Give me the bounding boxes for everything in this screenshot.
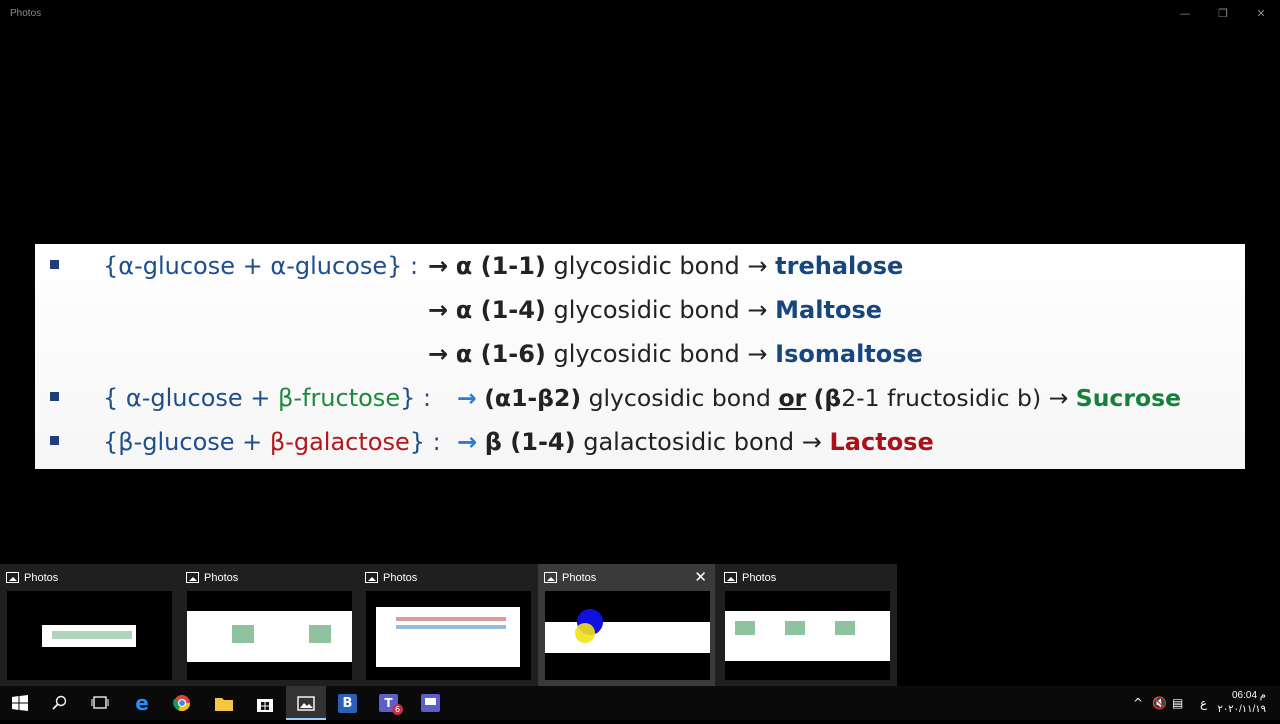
bond-type: α (1-4) (455, 296, 546, 324)
bond-text: glycosidic bond (553, 296, 740, 324)
brace: } : (400, 384, 432, 412)
teams-icon[interactable]: T 6 (368, 686, 408, 720)
input-language[interactable]: ع (1200, 696, 1208, 710)
reactants: {α-glucose + α-glucose} : (103, 252, 419, 280)
taskbar: e B T 6 ^ 🔇 ▤ ع 06:04 م ٢٠٢٠/١١/١٩ (0, 686, 1280, 720)
arrow-icon: → (457, 384, 477, 412)
clock[interactable]: 06:04 م ٢٠٢٠/١١/١٩ (1217, 689, 1266, 717)
arrow-icon: → (747, 296, 768, 324)
restore-button[interactable]: ❐ (1218, 7, 1228, 20)
bond-type: β (1-4) (484, 428, 576, 456)
reactant-1: β-glucose + (118, 428, 270, 456)
arrow-icon: → (457, 428, 478, 456)
photos-icon (544, 572, 557, 583)
slide-row-3: → α (1-6) glycosidic bond → Isomaltose (428, 334, 923, 374)
arrow-icon: → (801, 428, 822, 456)
arrow-icon: → (428, 296, 449, 324)
product: trehalose (775, 252, 904, 280)
photos-icon (365, 572, 378, 583)
bond-text: glycosidic bond (553, 252, 740, 280)
thumbnail-window-2[interactable]: Photos (180, 564, 357, 686)
photos-app-icon[interactable] (286, 686, 326, 720)
thumbnail-window-5[interactable]: Photos (718, 564, 895, 686)
reactant-2: β-fructose (278, 384, 401, 412)
photo-slide: {α-glucose + α-glucose} : → α (1-1) glyc… (35, 244, 1245, 469)
whiteboard-icon[interactable] (410, 686, 450, 720)
thumbnail-label: Photos (383, 572, 418, 584)
product: Sucrose (1075, 384, 1182, 412)
minimize-button[interactable]: — (1179, 7, 1191, 20)
brace: } : (409, 428, 441, 456)
taskbar-thumbnail-strip: Photos Photos Photos Photos ✕ (0, 564, 897, 686)
bond-type: α (1-6) (455, 340, 546, 368)
arrow-icon: → (428, 252, 449, 280)
product: Maltose (775, 296, 882, 324)
file-explorer-icon[interactable] (204, 686, 244, 720)
close-button[interactable]: ✕ (1256, 7, 1266, 20)
arrow-icon: → (1048, 384, 1069, 412)
bond-type: α (1-1) (455, 252, 546, 280)
alt-bond-text: 2-1 fructosidic b) (841, 384, 1042, 412)
photos-icon (6, 572, 19, 583)
slide-row-5-result: → β (1-4) galactosidic bond → Lactose (457, 422, 934, 462)
thumbnail-window-4[interactable]: Photos ✕ (538, 564, 715, 686)
bullet-icon (50, 392, 59, 401)
product: Isomaltose (775, 340, 923, 368)
thumbnail-window-1[interactable]: Photos (0, 564, 177, 686)
slide-row-4: { α-glucose + β-fructose} : (103, 378, 431, 418)
arrow-icon: → (747, 252, 768, 280)
arrow-icon: → (747, 340, 768, 368)
thumbnail-preview (7, 591, 172, 680)
bullet-icon (50, 260, 59, 269)
thumbnail-preview (366, 591, 531, 680)
bullet-icon (50, 436, 59, 445)
reactant-1: α-glucose + (125, 384, 279, 412)
or-text: or (778, 384, 807, 412)
volume-muted-icon[interactable]: 🔇 (1152, 696, 1167, 710)
brace: { (103, 428, 119, 456)
b-app-icon[interactable]: B (327, 686, 367, 720)
thumbnail-label: Photos (204, 572, 239, 584)
window-title: Photos (10, 8, 42, 19)
thumbnail-window-3[interactable]: Photos (359, 564, 536, 686)
bond-type: (α1-β2) (484, 384, 582, 412)
slide-row-5: {β-glucose + β-galactose} : (103, 422, 441, 462)
chrome-icon[interactable] (162, 686, 202, 720)
search-icon[interactable] (40, 686, 80, 720)
slide-row-1: {α-glucose + α-glucose} : (103, 246, 418, 286)
product: Lactose (829, 428, 934, 456)
thumbnail-close-icon[interactable]: ✕ (694, 568, 707, 586)
task-view-icon[interactable] (80, 686, 120, 720)
brace: { (103, 384, 126, 412)
thumbnail-label: Photos (742, 572, 777, 584)
slide-row-4-result: → (α1-β2) glycosidic bond or (β2-1 fruct… (457, 378, 1181, 418)
clock-date: ٢٠٢٠/١١/١٩ (1217, 704, 1266, 715)
store-icon[interactable] (245, 686, 285, 720)
thumbnail-label: Photos (24, 572, 59, 584)
bond-text: galactosidic bond (583, 428, 795, 456)
thumbnail-label: Photos (562, 572, 597, 584)
photos-icon (724, 572, 737, 583)
slide-row-1-result: → α (1-1) glycosidic bond → trehalose (428, 246, 903, 286)
notifications-icon[interactable]: ▤ (1172, 696, 1184, 710)
bond-text: glycosidic bond (588, 384, 771, 412)
photos-icon (186, 572, 199, 583)
thumbnail-preview (545, 591, 710, 680)
b-app-label: B (338, 694, 357, 713)
reactant-2: β-galactose (269, 428, 410, 456)
alt-bond-type: (β (813, 384, 842, 412)
arrow-icon: → (428, 340, 449, 368)
clock-time: 06:04 م (1231, 690, 1266, 701)
edge-icon[interactable]: e (135, 691, 149, 715)
teams-badge: 6 (392, 704, 403, 715)
bond-text: glycosidic bond (553, 340, 740, 368)
window-titlebar: Photos — ❐ ✕ (0, 0, 1280, 28)
start-button[interactable] (0, 686, 40, 720)
tray-chevron-icon[interactable]: ^ (1133, 696, 1144, 710)
thumbnail-preview (725, 591, 890, 680)
thumbnail-preview (187, 591, 352, 680)
slide-row-2: → α (1-4) glycosidic bond → Maltose (428, 290, 882, 330)
